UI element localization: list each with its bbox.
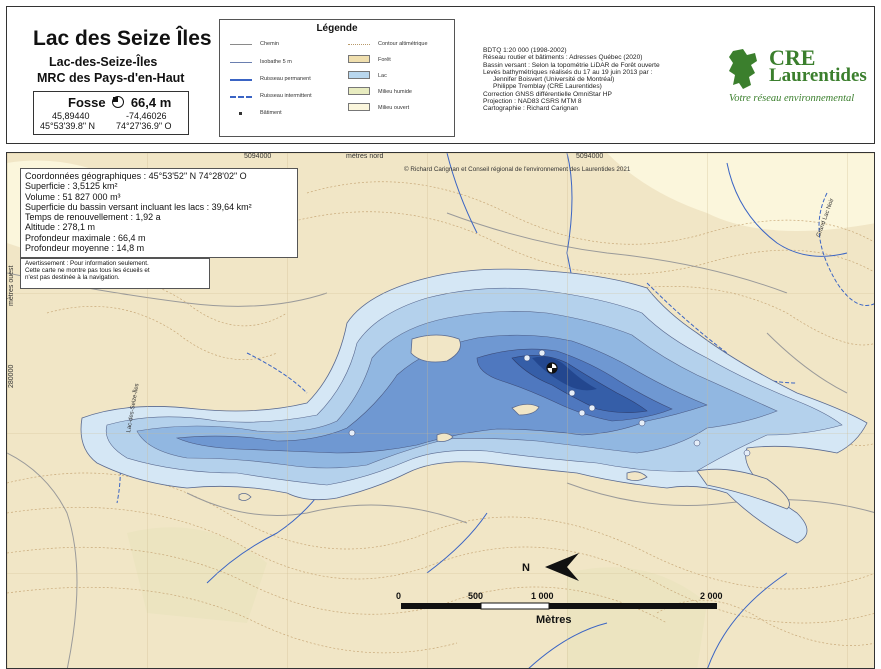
legend-open-label: Milieu ouvert xyxy=(378,105,410,111)
scale-unit: Mètres xyxy=(536,614,572,626)
legend-road-swatch xyxy=(230,44,252,45)
fosse-lat-dec: 45,89440 xyxy=(52,111,90,121)
deep-point-icon xyxy=(112,96,125,108)
legend-stream-label: Ruisseau permanent xyxy=(260,76,311,82)
legend-stream-swatch xyxy=(230,79,252,81)
meta-line: BDTQ 1:20 000 (1998-2002) xyxy=(483,47,567,54)
legend-contour-label: Contour altimétrique xyxy=(378,41,428,47)
map-title: Lac des Seize Îles xyxy=(33,27,212,50)
info-line: Coordonnées géographiques : 45°53'52" N … xyxy=(25,171,247,181)
legend-building-label: Bâtiment xyxy=(260,110,282,116)
info-line: Profondeur maximale : 66,4 m xyxy=(25,232,146,243)
legend-box: Légende Chemin Isobathe 5 m Ruisseau per… xyxy=(219,19,455,137)
meta-line: Correction GNSS différentielle OmniStar … xyxy=(483,90,612,98)
legend-road-label: Chemin xyxy=(260,41,279,47)
fosse-lon-dms: 74°27'36.9" O xyxy=(116,121,172,131)
info-line: Superficie du bassin versant incluant le… xyxy=(25,201,252,212)
map-metadata: BDTQ 1:20 000 (1998-2002) Réseau routier… xyxy=(483,47,660,113)
legend-wetland-label: Milieu humide xyxy=(378,89,412,95)
meta-line: Philippe Tremblay (CRE Laurentides) xyxy=(493,83,602,91)
grid-label: 280000 xyxy=(8,364,15,388)
axis-label-north: mètres nord xyxy=(346,153,384,160)
info-line: Volume : 51 827 000 m³ xyxy=(25,191,121,202)
north-arrow-icon xyxy=(545,553,579,581)
meta-line: Bassin versant : Selon la topométrie LiD… xyxy=(483,61,660,69)
info-line: Superficie : 3,5125 km² xyxy=(25,181,118,192)
laurentides-region-icon xyxy=(729,49,757,89)
legend-building-swatch xyxy=(239,112,242,115)
legend-forest-swatch xyxy=(348,55,370,63)
logo-tagline: Votre réseau environnemental xyxy=(729,93,855,104)
header-panel: Lac des Seize Îles Lac-des-Seize-Îles MR… xyxy=(6,6,875,144)
warning-line: Cette carte ne montre pas tous les écuei… xyxy=(25,267,150,275)
fosse-title: Fosse 66,4 m xyxy=(68,95,171,110)
legend-isobath-swatch xyxy=(230,62,252,63)
title-block: Lac des Seize Îles Lac-des-Seize-Îles MR… xyxy=(7,7,212,143)
fosse-box: Fosse 66,4 m 45,89440 -74,46026 45°53'39… xyxy=(33,91,189,135)
copyright-text: © Richard Carignan et Conseil régional d… xyxy=(404,166,631,173)
legend-contour-swatch xyxy=(348,44,370,45)
fosse-lon-dec: -74,46026 xyxy=(126,111,167,121)
info-line: Temps de renouvellement : 1,92 a xyxy=(25,212,161,223)
meta-line: Réseau routier et bâtiments : Adresses Q… xyxy=(483,54,643,62)
logo-cre: CRE xyxy=(769,45,816,70)
legend-wetland-swatch xyxy=(348,87,370,95)
grid-label: 5094000 xyxy=(576,153,604,160)
legend-lake-swatch xyxy=(348,71,370,79)
legend-intermittent-label: Ruisseau intermittent xyxy=(260,93,312,99)
meta-line: Projection : NAD83 CSRS MTM 8 xyxy=(483,98,582,106)
axis-label-west: mètres ouest xyxy=(8,265,15,306)
legend-isobath-label: Isobathe 5 m xyxy=(260,59,292,65)
info-line: Profondeur moyenne : 14,8 m xyxy=(25,243,145,254)
fosse-lat-dms: 45°53'39.8" N xyxy=(40,121,96,131)
mrc-name: MRC des Pays-d'en-Haut xyxy=(37,71,185,85)
north-letter: N xyxy=(522,562,530,574)
legend-intermittent-swatch xyxy=(230,96,252,98)
warning-line: n'est pas destinée à la navigation. xyxy=(25,274,120,282)
meta-line: Jennifer Boisvert (Université de Montréa… xyxy=(493,76,615,84)
legend-forest-label: Forêt xyxy=(378,57,391,63)
deep-point-icon xyxy=(546,362,558,374)
scale-tick: 0 xyxy=(396,591,402,601)
info-line: Altitude : 278,1 m xyxy=(25,222,96,233)
scale-tick: 2 000 xyxy=(700,591,723,601)
logo-laurentides: Laurentides xyxy=(769,65,867,86)
meta-line: Cartographie : Richard Carignan xyxy=(483,105,578,113)
scale-bar xyxy=(401,602,717,610)
municipality-name: Lac-des-Seize-Îles xyxy=(49,55,158,69)
fosse-depth: 66,4 m xyxy=(130,95,172,110)
depth-markers xyxy=(348,349,751,457)
scale-tick: 500 xyxy=(468,591,484,601)
legend-lake-label: Lac xyxy=(378,73,387,79)
warning-line: Avertissement : Pour information seuleme… xyxy=(25,260,149,267)
legend-open-swatch xyxy=(348,103,370,111)
scale-tick: 1 000 xyxy=(531,591,554,601)
meta-line: Levés bathymétriques réalisés du 17 au 1… xyxy=(483,68,653,76)
lake-info-box: Coordonnées géographiques : 45°53'52" N … xyxy=(20,168,298,258)
grid-label: 5094000 xyxy=(244,153,272,160)
fosse-label: Fosse xyxy=(68,95,106,110)
warning-box: Avertissement : Pour information seuleme… xyxy=(20,258,210,289)
legend-title: Légende xyxy=(316,23,358,34)
